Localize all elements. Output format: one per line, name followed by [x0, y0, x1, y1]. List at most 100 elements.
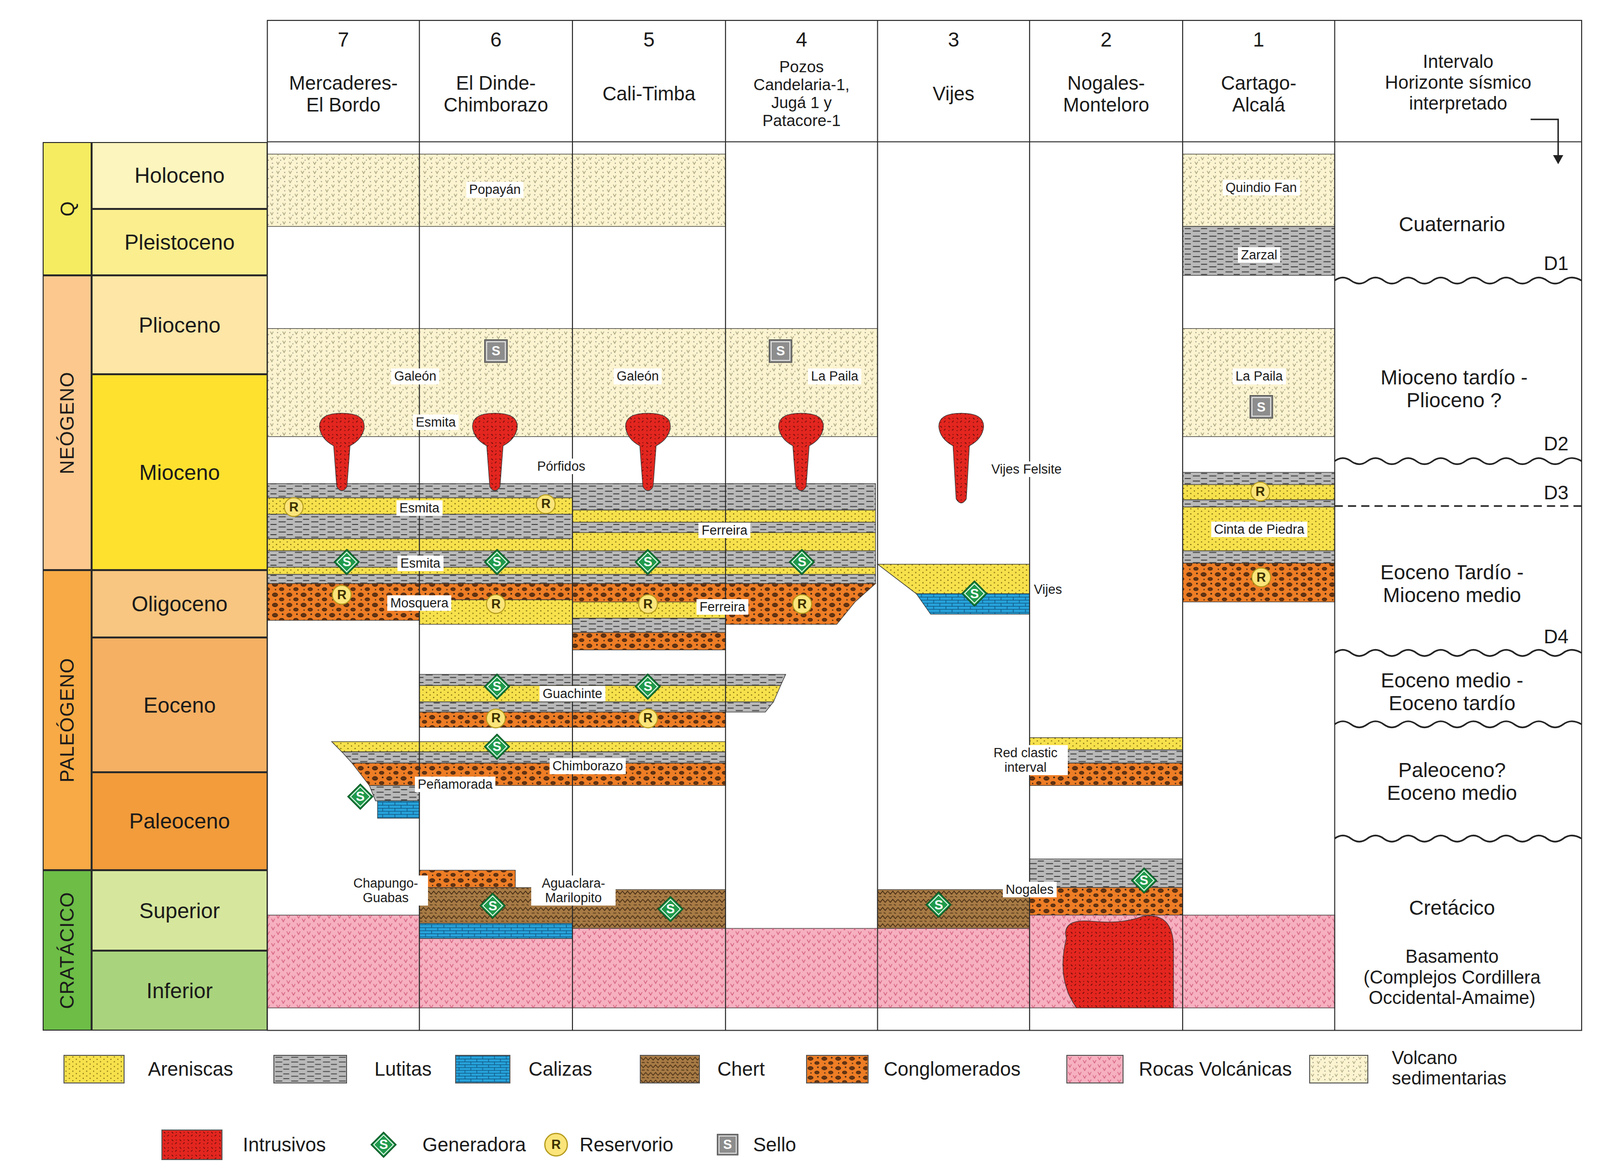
band-texture — [1182, 484, 1335, 501]
symbol-inner-border — [964, 584, 985, 604]
formation-label: Pórfidos — [534, 458, 588, 475]
legend-swatch — [806, 1054, 869, 1084]
symbol-letter: R — [551, 1137, 562, 1152]
location-header: 4Pozos Candelaria-1, Jugá 1 y Patacore-1 — [725, 20, 878, 142]
column-title: Pozos Candelaria-1, Jugá 1 y Patacore-1 — [745, 58, 858, 130]
epoch-band: Inferior — [91, 950, 268, 1030]
symbol-letter: S — [492, 739, 502, 754]
symbol-letter: S — [1139, 872, 1149, 888]
formation-label: La Paila — [1232, 368, 1286, 384]
band-texture — [877, 564, 1030, 594]
legend-text: Areniscas — [147, 1058, 234, 1080]
epoch-band: Pleistoceno — [91, 208, 268, 276]
band-fill — [369, 785, 420, 801]
unconformity-lines — [1334, 458, 1582, 465]
symbol-letter: S — [492, 554, 502, 570]
lithology-band — [572, 550, 876, 568]
symbol-letter: S — [355, 789, 365, 804]
source-rock-symbol: S — [479, 892, 507, 919]
chart-grid — [267, 20, 1583, 1030]
symbol-letter: S — [776, 343, 785, 359]
legend-swatch — [63, 1054, 125, 1084]
reservoir-symbol: R — [485, 708, 507, 729]
unconformity-lines — [1334, 277, 1582, 284]
formation-label: Cinta de Piedra — [1211, 521, 1308, 538]
epoch-label: Eoceno — [143, 693, 216, 717]
symbol-inner-border — [483, 896, 504, 917]
column-number: 7 — [337, 28, 349, 51]
lithology-band — [377, 800, 420, 819]
legend-swatch — [1066, 1054, 1124, 1084]
lithology-band — [572, 574, 876, 584]
band-fill — [341, 751, 726, 763]
legend-text: Intrusivos — [242, 1133, 326, 1156]
interval-label: Mioceno tardío - Plioceno ? — [1369, 364, 1539, 413]
band-texture — [267, 154, 726, 227]
source-rock-symbol: S — [347, 783, 374, 810]
band-texture — [938, 412, 984, 503]
symbol-letter: S — [342, 554, 352, 570]
chart-grid — [267, 20, 1583, 1030]
symbol-shape — [484, 549, 510, 575]
symbol-shape — [635, 549, 661, 575]
band-fill — [472, 412, 518, 491]
swatch-texture — [456, 1055, 510, 1083]
band-fill — [419, 674, 786, 686]
epoch-label: Oligoceno — [131, 591, 228, 616]
symbol-shape — [334, 549, 360, 575]
column-title: Intervalo Horizonte sísmico interpretado — [1382, 51, 1535, 114]
band-fill — [1182, 328, 1335, 437]
symbol-letter: S — [797, 554, 807, 570]
legend-text: Lutitas — [374, 1058, 432, 1080]
location-header: 3Vijes — [877, 20, 1030, 142]
interval-label: Cretácico — [1406, 895, 1498, 920]
epoch-label: Pleistoceno — [124, 230, 235, 254]
texture-fill — [1310, 1055, 1368, 1083]
symbol-shape — [332, 585, 352, 605]
lithology-band — [572, 928, 1030, 1008]
texture-fill — [456, 1055, 510, 1083]
source-rock-symbol: S — [788, 548, 816, 576]
band-fill — [1182, 226, 1335, 276]
interval-label: Cuaternario — [1395, 211, 1508, 237]
horizon-label: D4 — [1540, 624, 1572, 649]
band-fill — [331, 741, 726, 752]
band-texture — [572, 574, 876, 584]
source-rock-symbol: S — [483, 673, 511, 700]
reservoir-symbol: R — [1250, 481, 1271, 502]
lithology-band — [419, 685, 781, 702]
unconformity-lines — [1334, 649, 1582, 657]
band-texture — [572, 567, 876, 575]
epoch-band: Oligoceno — [91, 570, 268, 638]
band-texture — [319, 412, 365, 491]
formation-label: Chapungo- Guabas — [343, 875, 428, 906]
location-header: 2Nogales- Monteloro — [1029, 20, 1183, 142]
band-texture — [572, 550, 876, 568]
symbol-shape — [371, 1131, 397, 1157]
formation-label: Ferreira — [698, 522, 751, 539]
epoch-label: Holoceno — [134, 163, 225, 188]
swatch-texture — [64, 1055, 124, 1083]
lithology-band — [1182, 563, 1335, 602]
formation-label: Mosquera — [387, 595, 452, 611]
band-fill — [572, 928, 1030, 1008]
band-texture — [572, 632, 726, 650]
column-title: Cali-Timba — [602, 82, 696, 105]
symbol-shape — [484, 339, 507, 363]
formation-label: Esmita — [397, 555, 444, 571]
formation-label: Peñamorada — [414, 776, 496, 793]
lithology-band — [778, 412, 824, 491]
location-header: 7Mercaderes- El Bordo — [267, 20, 420, 142]
band-fill — [938, 412, 984, 503]
symbol-shape — [1251, 482, 1270, 502]
formation-label: Red clastic interval — [983, 744, 1068, 776]
legend-text: Volcano sedimentarias — [1392, 1047, 1521, 1089]
symbol-inner-border — [638, 676, 659, 697]
era-band: Q — [42, 142, 92, 276]
column-number: 4 — [795, 28, 808, 51]
band-texture — [377, 800, 420, 819]
legend-text: Rocas Volcánicas — [1138, 1058, 1292, 1080]
column-title: Mercaderes- El Bordo — [283, 72, 404, 116]
source-rock-symbol: S — [483, 733, 511, 761]
